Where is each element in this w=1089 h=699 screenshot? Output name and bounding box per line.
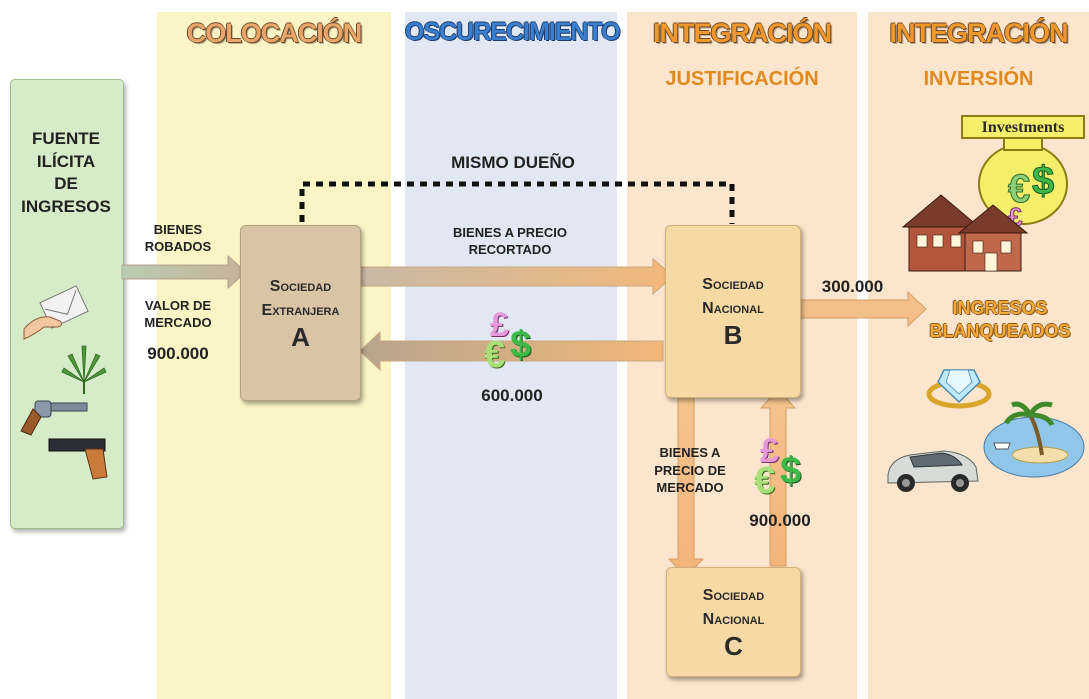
arrow-b-to-a: [359, 330, 664, 372]
currency-icon: £ $ €: [482, 306, 542, 380]
arrow-source-to-a: [121, 254, 247, 290]
euro-symbol: €: [484, 334, 506, 376]
investments-bag-icon: Investments € $ £: [961, 115, 1085, 233]
dollar-symbol: $: [510, 324, 532, 366]
arrow-c-to-b: [759, 388, 797, 567]
island-icon: [983, 401, 1085, 478]
diamond-ring-icon: [926, 369, 992, 409]
source-label: FUENTE ILÍCITA DE INGRESOS: [21, 129, 111, 216]
house-icon: [901, 194, 1028, 272]
revolver-icon: [20, 400, 88, 436]
letter-icon: [23, 285, 89, 340]
valor-600k-label: 600.000: [481, 386, 543, 405]
pound-symbol: £: [490, 306, 509, 344]
sociedad-b-box: Sociedad Nacional B: [665, 225, 801, 398]
inversion-subheader: INVERSIÓN: [923, 68, 1034, 90]
pistol-icon: [48, 438, 108, 480]
valor-900k-label: 900.000: [147, 344, 209, 363]
investments-sign-text: Investments: [982, 119, 1065, 136]
mismo-dueno-line: [299, 181, 735, 224]
sociedad-a-box: Sociedad Extranjera A: [240, 225, 361, 401]
currency-icon: £ $ €: [752, 432, 814, 508]
dollar-symbol: $: [780, 450, 802, 492]
pound-symbol: £: [760, 432, 779, 470]
car-icon: [887, 450, 979, 492]
sociedad-c-box: Sociedad Nacional C: [666, 567, 801, 677]
svg-text:$: $: [1032, 159, 1054, 203]
oscurecimiento-header: OSCURECIMIENTO: [405, 18, 621, 46]
valor-900k-c-label: 900.000: [749, 511, 811, 530]
cannabis-leaf-icon: [61, 345, 107, 394]
integracion-header-2: INTEGRACIÓN: [889, 18, 1069, 48]
arrow-a-to-b: [358, 257, 674, 296]
svg-text:€: €: [1008, 167, 1030, 211]
colocacion-header: COLOCACIÓN: [186, 18, 363, 48]
mismo-dueno-label: MISMO DUEÑO: [451, 153, 575, 172]
valor-300k-label: 300.000: [821, 277, 884, 296]
justificacion-subheader: JUSTIFICACIÓN: [665, 68, 819, 90]
integracion-header-1: INTEGRACIÓN: [653, 18, 832, 48]
euro-symbol: €: [754, 460, 776, 502]
arrow-b-to-out: [798, 290, 927, 328]
